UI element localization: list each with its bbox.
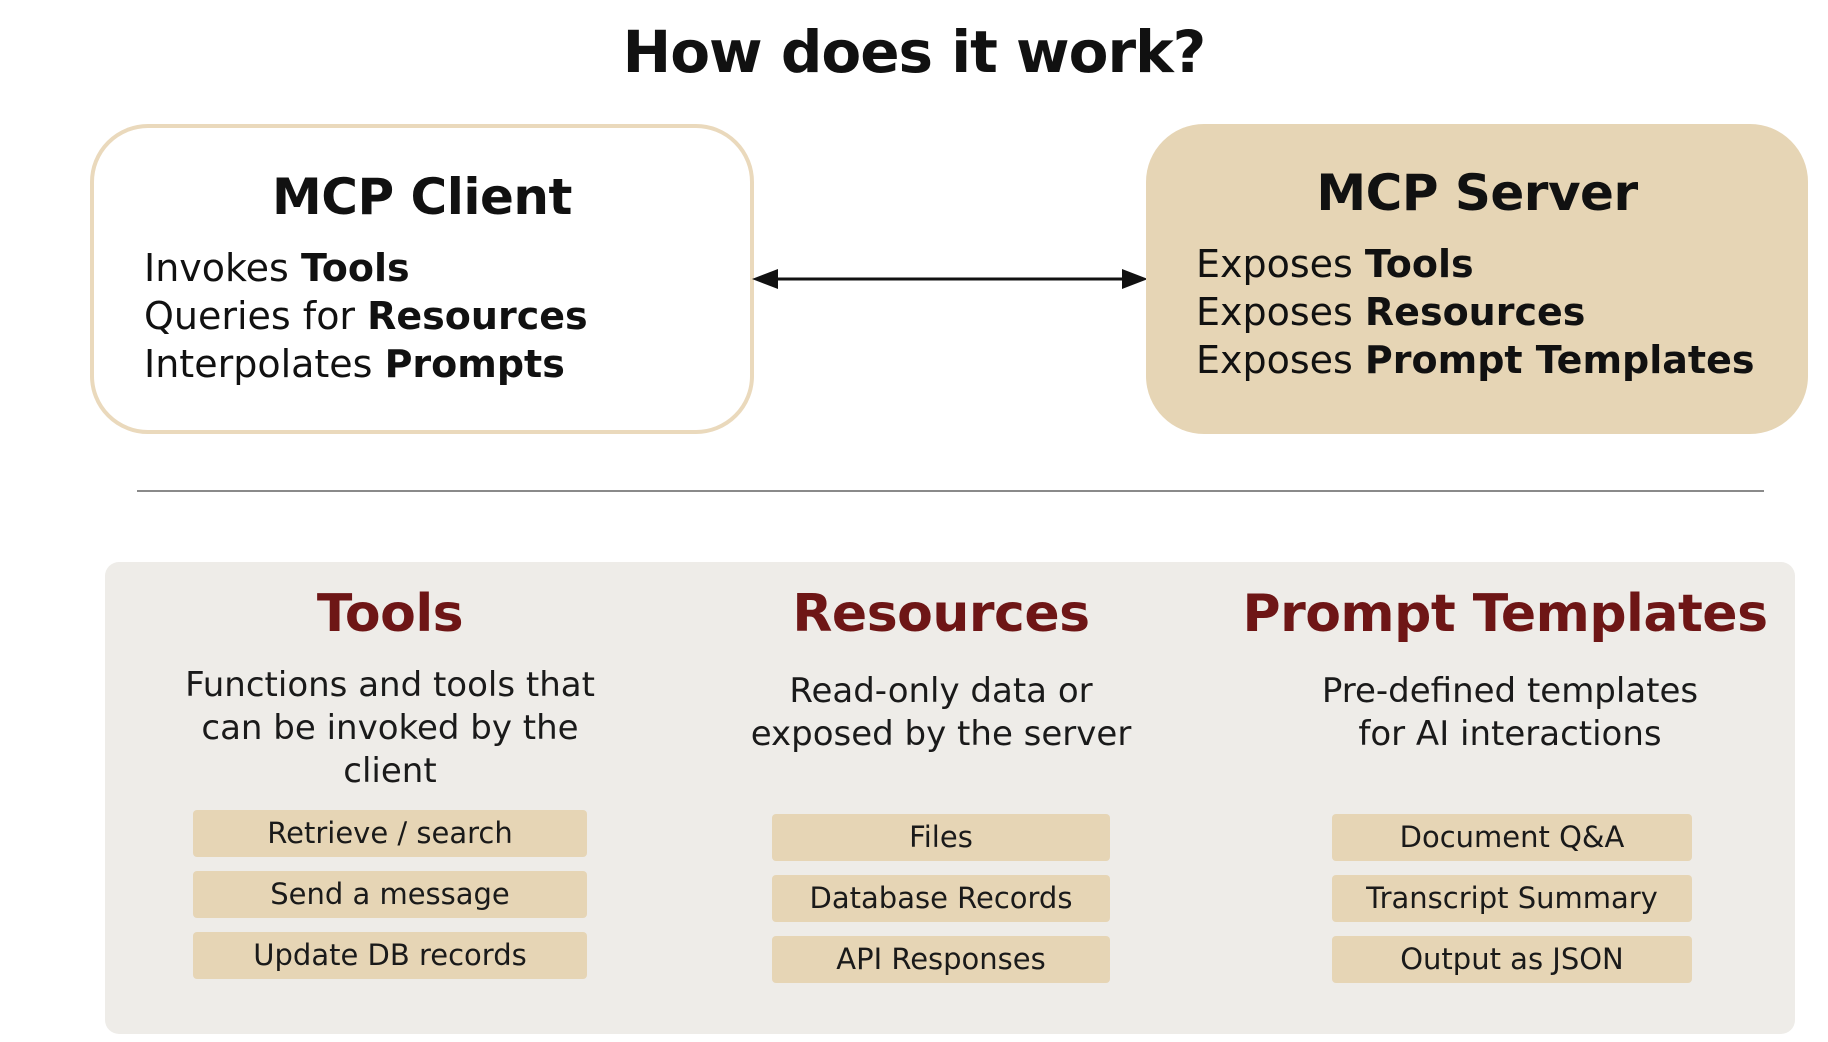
client-line-bold: Resources xyxy=(367,294,588,338)
resources-item: Files xyxy=(772,814,1110,861)
client-line-bold: Tools xyxy=(300,246,410,290)
mcp-client-heading: MCP Client xyxy=(272,168,572,226)
resources-item: API Responses xyxy=(772,936,1110,983)
prompt-templates-description-line: for AI interactions xyxy=(1358,714,1662,754)
prompt-templates-heading: Prompt Templates xyxy=(1242,584,1768,644)
server-line-prefix: Exposes xyxy=(1196,290,1365,334)
tools-item: Update DB records xyxy=(193,932,587,979)
tools-description-line: Functions and tools that xyxy=(185,665,595,705)
mcp-client-box: MCP Client Invokes Tools Queries for Res… xyxy=(90,124,754,434)
resources-item: Database Records xyxy=(772,875,1110,922)
prompt-templates-description-line: Pre-defined templates xyxy=(1321,671,1699,711)
tools-item: Send a message xyxy=(193,871,587,918)
prompt-templates-item: Transcript Summary xyxy=(1332,875,1692,922)
tools-description-line: client xyxy=(343,751,437,791)
resources-description-line: exposed by the server xyxy=(750,714,1132,754)
prompt-templates-item: Document Q&A xyxy=(1332,814,1692,861)
server-line: Exposes Prompt Templates xyxy=(1196,336,1754,384)
server-line-bold: Prompt Templates xyxy=(1364,338,1755,382)
tools-heading: Tools xyxy=(316,584,464,644)
client-line: Invokes Tools xyxy=(144,244,588,292)
mcp-server-lines: Exposes Tools Exposes Resources Exposes … xyxy=(1196,240,1754,384)
client-line-prefix: Queries for xyxy=(144,294,368,338)
server-line: Exposes Tools xyxy=(1196,240,1754,288)
section-divider xyxy=(137,490,1764,492)
client-line: Queries for Resources xyxy=(144,292,588,340)
page-title: How does it work? xyxy=(622,18,1207,86)
server-line-bold: Resources xyxy=(1364,290,1586,334)
server-line-prefix: Exposes xyxy=(1196,242,1365,286)
tools-description: Functions and tools that can be invoked … xyxy=(175,664,605,793)
prompt-templates-item: Output as JSON xyxy=(1332,936,1692,983)
client-line-prefix: Interpolates xyxy=(144,342,385,386)
resources-heading: Resources xyxy=(792,584,1090,644)
mcp-client-lines: Invokes Tools Queries for Resources Inte… xyxy=(144,244,588,388)
server-line: Exposes Resources xyxy=(1196,288,1754,336)
capabilities-panel: Tools Functions and tools that can be in… xyxy=(105,562,1795,1034)
mcp-server-heading: MCP Server xyxy=(1316,164,1638,222)
tools-description-line: can be invoked by the xyxy=(201,708,579,748)
prompt-templates-description: Pre-defined templates for AI interaction… xyxy=(1275,670,1745,756)
client-line: Interpolates Prompts xyxy=(144,340,588,388)
server-line-bold: Tools xyxy=(1364,242,1474,286)
client-line-prefix: Invokes xyxy=(144,246,301,290)
mcp-server-box: MCP Server Exposes Tools Exposes Resourc… xyxy=(1146,124,1808,434)
tools-item: Retrieve / search xyxy=(193,810,587,857)
bidirectional-arrow-icon xyxy=(752,269,1148,289)
server-line-prefix: Exposes xyxy=(1196,338,1365,382)
client-line-bold: Prompts xyxy=(384,342,565,386)
resources-description-line: Read-only data or xyxy=(789,671,1093,711)
resources-description: Read-only data or exposed by the server xyxy=(711,670,1171,756)
